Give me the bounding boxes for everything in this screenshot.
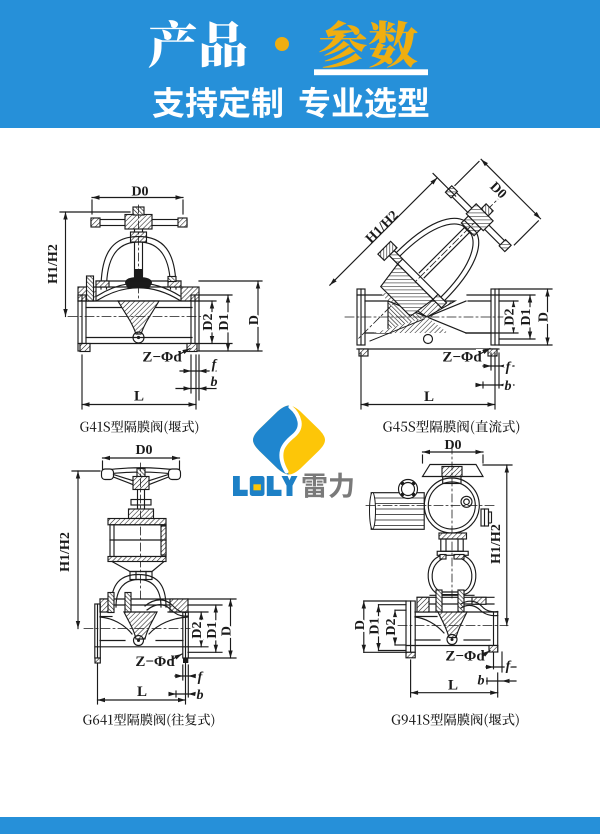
svg-text:f: f (212, 358, 218, 373)
svg-text:f: f (506, 659, 512, 674)
svg-text:H1/H2: H1/H2 (489, 524, 504, 564)
svg-text:D: D (537, 312, 552, 322)
svg-text:D: D (353, 620, 368, 630)
svg-text:D1: D1 (368, 617, 383, 634)
svg-text:b: b (505, 379, 512, 394)
svg-text:D: D (247, 315, 262, 325)
svg-text:D2: D2 (384, 618, 399, 635)
svg-text:Z−Φd: Z−Φd (442, 350, 482, 366)
svg-text:b: b (211, 375, 218, 390)
svg-text:H1/H2: H1/H2 (363, 208, 402, 247)
svg-text:Z−Φd: Z−Φd (135, 654, 175, 670)
svg-text:D1: D1 (217, 313, 232, 330)
svg-text:Z−Φd: Z−Φd (142, 350, 182, 366)
svg-text:H1/H2: H1/H2 (58, 532, 73, 572)
svg-text:b: b (478, 674, 485, 689)
svg-text:L: L (134, 389, 144, 405)
svg-text:D0: D0 (135, 443, 152, 458)
svg-text:L: L (448, 678, 458, 694)
svg-text:D: D (220, 626, 235, 636)
svg-text:D0: D0 (131, 185, 148, 200)
svg-text:b: b (197, 688, 204, 703)
svg-text:D1: D1 (519, 308, 534, 325)
svg-text:H1/H2: H1/H2 (46, 244, 61, 284)
svg-text:D2: D2 (503, 308, 518, 325)
svg-text:f: f (198, 670, 204, 685)
svg-text:Z−Φd: Z−Φd (445, 649, 485, 665)
svg-text:L: L (137, 684, 147, 700)
svg-text:D1: D1 (205, 621, 220, 638)
svg-text:f: f (506, 360, 512, 375)
svg-text:L: L (424, 389, 434, 405)
svg-text:D2: D2 (190, 621, 205, 638)
svg-text:D2: D2 (201, 313, 216, 330)
svg-text:D0: D0 (444, 438, 461, 453)
svg-text:D0: D0 (486, 179, 509, 202)
